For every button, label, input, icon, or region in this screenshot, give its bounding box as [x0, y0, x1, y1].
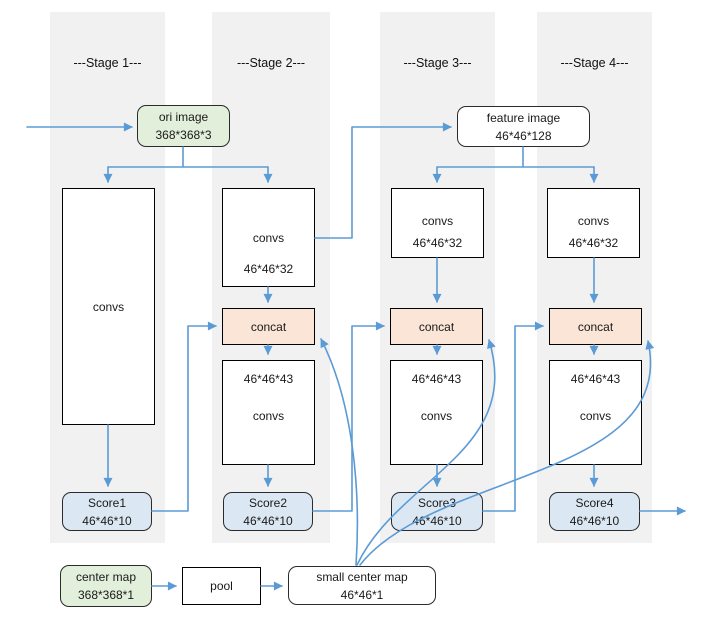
stage3-convs43-node: 46*46*43 convs [390, 360, 483, 465]
stage2-concat-node: concat [222, 308, 315, 345]
score2-dims: 46*46*10 [243, 513, 293, 528]
stage2-convs43-node: 46*46*43 convs [222, 360, 315, 465]
center-map-node: center map 368*368*1 [60, 565, 152, 607]
score4-title: Score4 [575, 495, 614, 510]
stage3-convs-node: convs 46*46*32 [391, 188, 484, 258]
stage3-concat-node: concat [390, 308, 483, 345]
stage2-label: ---Stage 2--- [236, 56, 306, 70]
stage4-convs43-dims: 46*46*43 [570, 372, 621, 386]
feature-image-node: feature image 46*46*128 [457, 106, 590, 147]
small-center-map-title: small center map [316, 569, 408, 584]
score1-node: Score1 46*46*10 [62, 492, 152, 531]
stage2-concat-title: concat [250, 319, 287, 334]
center-map-title: center map [75, 570, 137, 584]
stage4-convs-node: convs 46*46*32 [547, 188, 640, 258]
ori-image-node: ori image 368*368*3 [137, 105, 230, 147]
small-center-map-node: small center map 46*46*1 [288, 566, 436, 605]
stage4-label: ---Stage 4--- [560, 56, 629, 70]
ori-image-dims: 368*368*3 [155, 128, 212, 142]
score2-title: Score2 [248, 495, 288, 510]
pool-node: pool [182, 567, 261, 605]
stage2-convs43-dims: 46*46*43 [243, 372, 294, 386]
stage2-convs-title: convs [252, 231, 285, 245]
stage4-convs-title: convs [577, 214, 610, 228]
stage3-convs-title: convs [421, 214, 454, 228]
stage4-concat-node: concat [549, 308, 642, 345]
stage3-convs43-title: convs [420, 409, 453, 423]
score4-node: Score4 46*46*10 [549, 492, 640, 531]
ori-image-title: ori image [158, 110, 209, 124]
pool-title: pool [210, 579, 233, 593]
small-center-map-dims: 46*46*1 [340, 587, 384, 602]
feature-image-dims: 46*46*128 [495, 128, 552, 143]
stage2-convs-dims: 46*46*32 [243, 262, 294, 276]
score3-title: Score3 [417, 495, 457, 510]
score1-dims: 46*46*10 [82, 513, 132, 528]
stage1-label: ---Stage 1--- [73, 56, 142, 70]
stage3-convs43-dims: 46*46*43 [411, 372, 462, 386]
stage1-convs-node: convs [62, 188, 155, 425]
stage1-convs-title: convs [92, 299, 125, 314]
score3-dims: 46*46*10 [412, 513, 462, 528]
stage2-convs43-title: convs [252, 409, 285, 423]
stage4-convs43-node: 46*46*43 convs [549, 360, 642, 465]
stage3-convs-dims: 46*46*32 [412, 236, 463, 250]
center-map-dims: 368*368*1 [77, 588, 135, 602]
stage4-convs-dims: 46*46*32 [568, 236, 619, 250]
score2-node: Score2 46*46*10 [223, 492, 313, 531]
score1-title: Score1 [87, 495, 127, 510]
stage4-convs43-title: convs [579, 409, 612, 423]
stage2-convs-node: convs 46*46*32 [222, 188, 315, 287]
stage3-concat-title: concat [418, 319, 455, 334]
feature-image-title: feature image [486, 110, 561, 125]
stage4-concat-title: concat [577, 319, 614, 334]
score4-dims: 46*46*10 [569, 513, 620, 528]
score3-node: Score3 46*46*10 [391, 492, 483, 531]
stage3-label: ---Stage 3--- [403, 56, 472, 70]
